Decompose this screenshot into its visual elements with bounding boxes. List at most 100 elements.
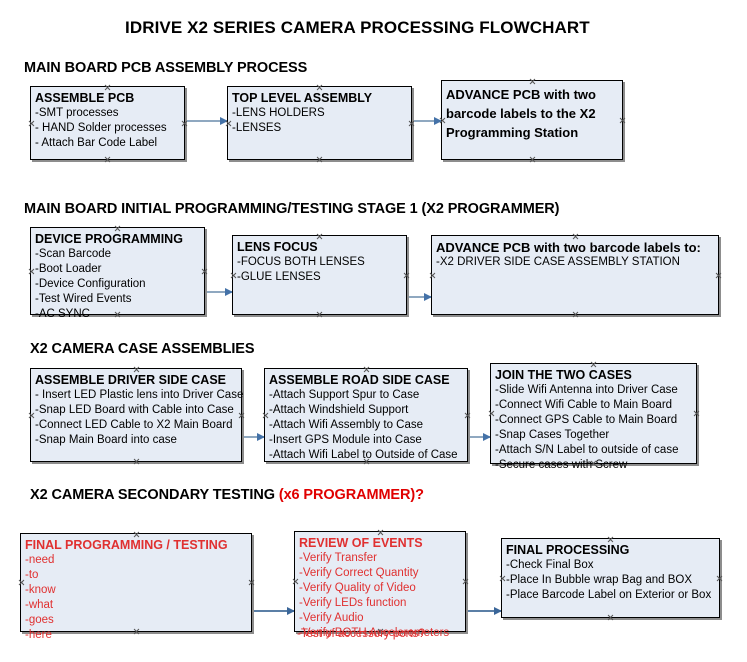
- node-line: -Connect Wifi Cable to Main Board: [495, 399, 673, 411]
- connector-lens-focus-to-advance-pcb-driver-side-case: [409, 292, 432, 301]
- connection-handle-left[interactable]: [499, 575, 506, 582]
- connection-handle-bottom[interactable]: [133, 458, 140, 465]
- connection-handle-bottom[interactable]: [316, 156, 323, 163]
- node-line: -Connect LED Cable to X2 Main Board: [35, 419, 233, 431]
- node-line: -Verify Audio: [299, 612, 364, 624]
- connection-handle-right[interactable]: [201, 268, 208, 275]
- connection-handle-right[interactable]: [464, 412, 471, 419]
- node-line: -Place In Bubble wrap Bag and BOX: [506, 574, 693, 586]
- node-line: -GLUE LENSES: [237, 271, 321, 283]
- node-line: -Snap Main Board into case: [35, 434, 177, 446]
- node-final-programming-testing[interactable]: FINAL PROGRAMMING / TESTING -need -to -k…: [18, 531, 255, 641]
- node-line: -Boot Loader: [35, 263, 102, 275]
- node-line: -Attach Wifi Assembly to Case: [269, 419, 424, 431]
- connection-handle-top[interactable]: [572, 233, 579, 240]
- connection-handle-right[interactable]: [693, 410, 700, 417]
- node-line: -Insert GPS Module into Case: [269, 434, 422, 446]
- arrow-head-icon: [424, 292, 432, 301]
- connection-handle-bottom[interactable]: [316, 311, 323, 318]
- connection-handle-left[interactable]: [429, 272, 436, 279]
- node-join-the-two-cases[interactable]: JOIN THE TWO CASES -Slide Wifi Antenna i…: [488, 361, 700, 471]
- connection-handle-bottom[interactable]: [607, 614, 614, 621]
- node-line: -Slide Wifi Antenna into Driver Case: [495, 384, 678, 396]
- node-line: -Device Configuration: [35, 278, 146, 290]
- node-line: -goes: [25, 614, 54, 626]
- node-line: -LENS HOLDERS: [232, 107, 325, 119]
- section-heading-main-board-pcb-assembly: MAIN BOARD PCB ASSEMBLY PROCESS: [24, 60, 307, 76]
- node-assemble-road-side-case[interactable]: ASSEMBLE ROAD SIDE CASE -Attach Support …: [264, 368, 468, 462]
- connection-handle-left[interactable]: [230, 272, 237, 279]
- section-heading-text: X2 CAMERA SECONDARY TESTING: [30, 487, 279, 503]
- connection-handle-top[interactable]: [133, 531, 140, 538]
- node-line: -Attach S/N Label to outside of case: [495, 444, 679, 456]
- connection-handle-top[interactable]: [377, 529, 384, 536]
- node-title: ADVANCE PCB with two barcode labels to t…: [446, 87, 596, 140]
- arrow-head-icon: [257, 432, 265, 441]
- node-top-level-assembly[interactable]: TOP LEVEL ASSEMBLY -LENS HOLDERS -LENSES: [227, 86, 412, 160]
- section-heading-text: X2 CAMERA CASE ASSEMBLIES: [30, 341, 255, 357]
- connection-handle-top[interactable]: [590, 361, 597, 368]
- connection-handle-top[interactable]: [363, 366, 370, 373]
- connection-handle-top[interactable]: [529, 78, 536, 85]
- connection-handle-top[interactable]: [316, 84, 323, 91]
- connection-handle-right[interactable]: [462, 578, 469, 585]
- node-line: -AC SYNC: [35, 308, 90, 320]
- node-line: -Snap Cases Together: [495, 429, 610, 441]
- node-line: -Attach Support Spur to Case: [269, 389, 420, 401]
- node-line: -what: [25, 599, 54, 611]
- node-device-programming[interactable]: DEVICE PROGRAMMING -Scan Barcode -Boot L…: [28, 225, 208, 320]
- connection-handle-left[interactable]: [292, 578, 299, 585]
- connector-review-of-events-to-final-processing: [468, 606, 502, 615]
- node-assemble-pcb[interactable]: ASSEMBLE PCB -SMT processes - HAND Solde…: [30, 86, 185, 160]
- node-line: -Check Final Box: [506, 559, 594, 571]
- node-title: REVIEW OF EVENTS: [299, 536, 423, 550]
- node-review-of-events[interactable]: REVIEW OF EVENTS -Verify Transfer -Verif…: [292, 529, 469, 639]
- connection-handle-bottom[interactable]: [529, 156, 536, 163]
- node-final-processing[interactable]: FINAL PROCESSING -Check Final Box -Place…: [501, 538, 720, 618]
- connection-handle-top[interactable]: [607, 536, 614, 543]
- connection-handle-left[interactable]: [28, 268, 35, 275]
- connection-handle-right[interactable]: [619, 117, 626, 124]
- connector-final-programming-to-review-of-events: [254, 606, 295, 615]
- section-heading-x2-camera-case-assemblies: X2 CAMERA CASE ASSEMBLIES: [30, 341, 255, 357]
- section-heading-main-board-initial-programming: MAIN BOARD INITIAL PROGRAMMING/TESTING S…: [24, 201, 560, 217]
- connection-handle-top[interactable]: [133, 366, 140, 373]
- connection-handle-left[interactable]: [488, 410, 495, 417]
- node-line: - Insert LED Plastic lens into Driver Ca…: [35, 389, 244, 401]
- connection-handle-right[interactable]: [716, 575, 723, 582]
- connection-handle-top[interactable]: [114, 225, 121, 232]
- node-title: DEVICE PROGRAMMING: [35, 232, 183, 246]
- connection-handle-bottom[interactable]: [572, 311, 579, 318]
- connection-handle-top[interactable]: [316, 233, 323, 240]
- node-assemble-driver-side-case[interactable]: ASSEMBLE DRIVER SIDE CASE - Insert LED P…: [28, 366, 245, 465]
- node-line: - HAND Solder processes: [35, 122, 167, 134]
- connection-handle-left[interactable]: [28, 412, 35, 419]
- node-title: LENS FOCUS: [237, 240, 318, 254]
- node-title: ASSEMBLE DRIVER SIDE CASE: [35, 373, 227, 387]
- node-line: -need: [25, 554, 55, 566]
- connection-handle-right[interactable]: [248, 579, 255, 586]
- node-title: FINAL PROCESSING: [506, 543, 630, 557]
- connector-road-side-to-join-cases: [470, 432, 491, 441]
- node-line: -Test Wired Events: [35, 293, 132, 305]
- node-advance-pcb-x2-programming-station[interactable]: ADVANCE PCB with two barcode labels to t…: [441, 80, 623, 160]
- connection-handle-right[interactable]: [238, 412, 245, 419]
- node-line: -SMT processes: [35, 107, 119, 119]
- connection-handle-left[interactable]: [18, 579, 25, 586]
- connection-handle-left[interactable]: [28, 120, 35, 127]
- section-heading-text: MAIN BOARD INITIAL PROGRAMMING/TESTING S…: [24, 201, 560, 217]
- node-title: ASSEMBLE PCB: [35, 91, 135, 105]
- connector-device-programming-to-lens-focus: [207, 287, 233, 296]
- connection-handle-bottom[interactable]: [104, 156, 111, 163]
- connection-handle-right[interactable]: [715, 272, 722, 279]
- node-title: TOP LEVEL ASSEMBLY: [232, 91, 373, 105]
- node-line: -Snap LED Board with Cable into Case: [35, 404, 234, 416]
- connection-handle-right[interactable]: [403, 272, 410, 279]
- connection-handle-top[interactable]: [104, 84, 111, 91]
- connection-handle-left[interactable]: [262, 412, 269, 419]
- node-lens-focus[interactable]: LENS FOCUS -FOCUS BOTH LENSES -GLUE LENS…: [232, 235, 407, 315]
- node-line: -Attach Wifi Label to Outside of Case: [269, 449, 458, 461]
- node-advance-pcb-driver-side-case[interactable]: ADVANCE PCB with two barcode labels to: …: [431, 235, 719, 315]
- node-line: -X2 DRIVER SIDE CASE ASSEMBLY STATION: [436, 256, 680, 268]
